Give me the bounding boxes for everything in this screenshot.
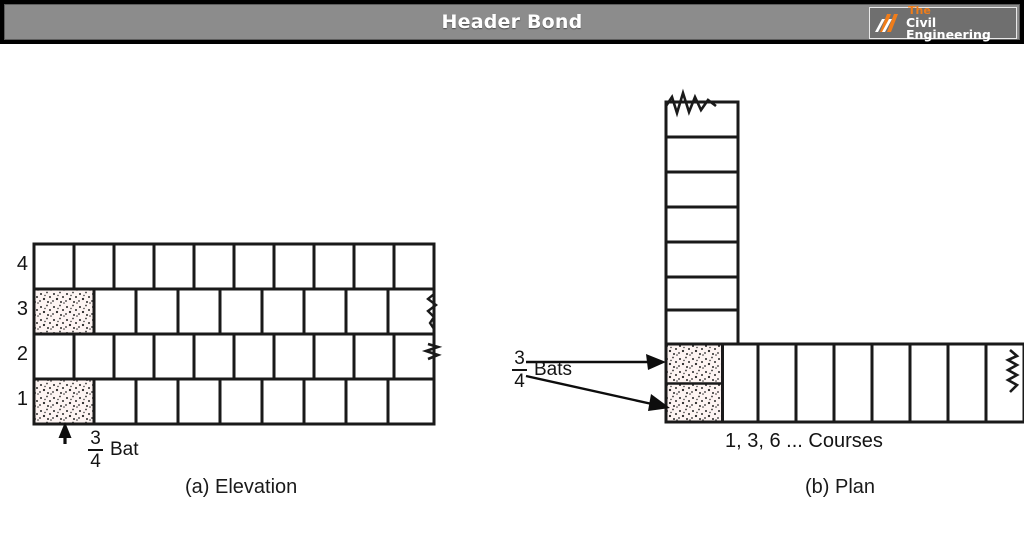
brand-line-top: The [908,3,931,17]
elevation-row-1 [32,377,436,426]
header-bar-inner: Header Bond The Civil Engineering [4,3,1020,42]
zigzag-break-icon-plan-right [1005,349,1020,393]
plan-bats-leader-lines [525,354,670,411]
figure-area: 4 3 2 1 [0,44,1024,536]
fraction-bar [88,449,103,451]
elevation-row-number-3: 3 [16,298,28,320]
plan-corner-bats [666,344,724,422]
plan-bats-label-text: Bats [534,359,573,380]
plan-vertical-leg [664,88,740,346]
elevation-bat-leader-line [58,422,72,444]
elevation-bat-label-text: Bat [110,439,139,460]
elevation-row-number-2: 2 [16,343,28,365]
elevation-diagram: 4 3 2 1 [0,44,470,498]
brand-logo[interactable]: The Civil Engineering [869,3,1017,42]
plan-courses-label: 1, 3, 6 ... Courses [725,430,883,452]
fraction-denominator: 4 [514,371,525,392]
page-title: Header Bond [441,11,583,33]
elevation-three-quarter-bat-row3 [35,290,94,333]
zigzag-break-icon-row2 [421,342,443,361]
zigzag-break-icon-plan-top [664,88,717,118]
elevation-row-number-4: 4 [16,253,28,275]
arrow-head-icon [58,422,72,438]
elevation-brickwork-svg [32,242,443,444]
fraction-three-quarters: 3 4 [512,349,527,391]
plan-bats-annotation: 3 4 Bats [512,349,572,391]
plan-diagram: 3 4 Bats 1, 3, 6 ... Courses (b) Plan [470,44,1024,498]
header-bar: Header Bond The Civil Engineering [0,0,1024,44]
plan-horizontal-leg [664,342,1024,424]
arrow-head-icon-lower [648,394,670,411]
plan-three-quarter-bat-upper [667,345,723,384]
plan-brickwork-svg [525,88,1024,424]
plan-caption: (b) Plan [805,476,876,498]
elevation-bat-annotation: 3 4 Bat [88,429,139,471]
zigzag-break-icon-row3 [426,293,438,330]
fraction-denominator: 4 [90,451,101,472]
elevation-caption: (a) Elevation [185,476,298,498]
arrow-head-icon-upper [646,354,666,370]
elevation-row-4 [32,242,436,291]
elevation-row-3 [32,287,438,336]
elevation-row-2 [32,332,443,381]
fraction-numerator: 3 [90,428,101,449]
elevation-row-number-1: 1 [16,388,28,410]
brand-line-bottom: Civil Engineering [906,14,991,42]
brand-slashes-icon [874,10,910,36]
plan-three-quarter-bat-lower [667,383,723,421]
fraction-numerator: 3 [514,348,525,369]
elevation-three-quarter-bat-row1 [35,380,94,423]
fraction-bar [512,369,527,371]
fraction-three-quarters: 3 4 [88,429,103,471]
